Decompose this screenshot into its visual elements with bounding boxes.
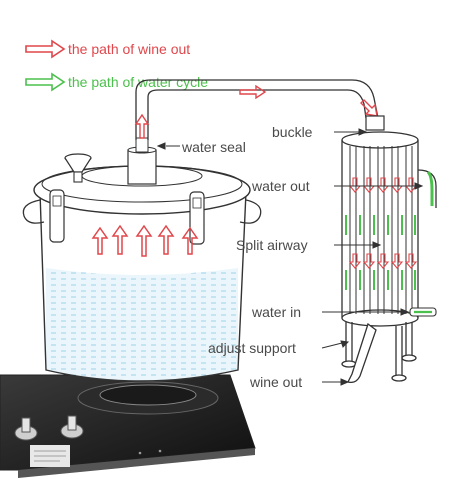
- wine-path-legend-icon: [25, 39, 66, 59]
- adjust-support-legs: [341, 322, 417, 382]
- callout-lines: [156, 128, 424, 386]
- lid-clamp-left: [49, 189, 65, 243]
- wine-out-label: wine out: [249, 374, 302, 390]
- boiling-pot: [22, 137, 262, 382]
- water-path-legend-label: the path of water cycle: [68, 74, 208, 90]
- stove-knob-left: [14, 417, 38, 441]
- stove-knob-right: [60, 415, 84, 439]
- water-seal: [127, 137, 157, 185]
- water-seal-label: water seal: [181, 139, 246, 155]
- adjust-support-label: adjust support: [208, 340, 296, 356]
- lid-clamp-right: [189, 191, 205, 245]
- condenser: [341, 115, 437, 384]
- gas-stove: [0, 374, 256, 478]
- water-path-legend-icon: [25, 72, 66, 92]
- buckle-label: buckle: [272, 124, 313, 140]
- water-out-label: water out: [251, 178, 310, 194]
- legend: the path of wine out the path of water c…: [25, 39, 208, 92]
- wine-path-legend-label: the path of wine out: [68, 41, 190, 57]
- water-in-label: water in: [251, 304, 301, 320]
- filling-funnel: [64, 153, 92, 183]
- buckle-clamp: [365, 115, 385, 131]
- split-airway-label: Split airway: [236, 237, 308, 253]
- steam-arrows: [91, 224, 199, 257]
- vapour-arrows: [134, 84, 378, 139]
